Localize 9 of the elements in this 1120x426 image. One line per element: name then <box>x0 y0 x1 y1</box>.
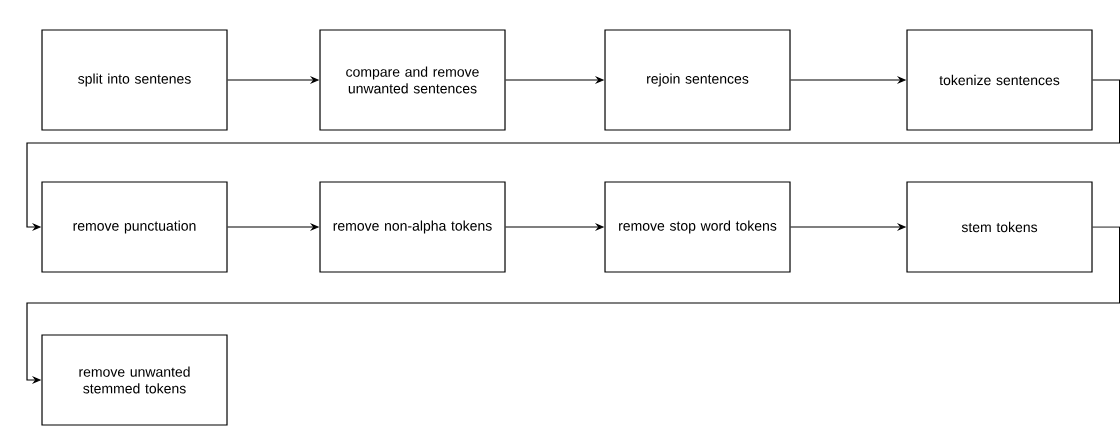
process-box: stem tokens <box>906 181 1093 273</box>
process-box: remove unwanted stemmed tokens <box>41 334 228 426</box>
process-box: remove non-alpha tokens <box>319 181 506 273</box>
process-box: compare and remove unwanted sentences <box>319 29 506 131</box>
process-box: split into sentenes <box>41 29 228 131</box>
process-box: rejoin sentences <box>604 29 791 131</box>
process-box: remove stop word tokens <box>604 181 791 273</box>
process-box: tokenize sentences <box>906 29 1093 131</box>
process-box: remove punctuation <box>41 181 228 273</box>
